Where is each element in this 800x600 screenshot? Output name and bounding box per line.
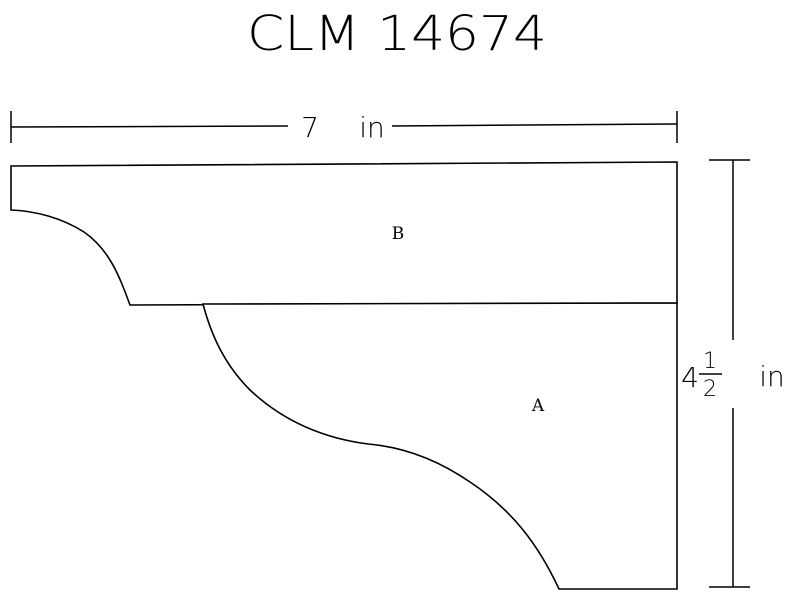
height-numerator: 1 — [703, 349, 717, 374]
height-whole: 4 — [681, 361, 699, 394]
diagram-title: CLM 14674 — [247, 6, 547, 62]
part-b-outline — [10, 161, 678, 306]
height-denominator: 2 — [703, 377, 717, 402]
width-line-left — [10, 125, 289, 128]
molding-profile: B A — [10, 161, 678, 590]
width-line-right — [391, 123, 678, 127]
height-unit: in — [759, 360, 785, 393]
width-unit: in — [359, 111, 385, 144]
width-dimension: 7 in — [10, 111, 678, 144]
height-dimension: 4 1 2 in — [681, 159, 785, 588]
part-b-label: B — [392, 224, 405, 244]
part-a-label: A — [531, 396, 545, 416]
width-value: 7 — [301, 111, 319, 144]
part-a-outline — [201, 302, 678, 590]
